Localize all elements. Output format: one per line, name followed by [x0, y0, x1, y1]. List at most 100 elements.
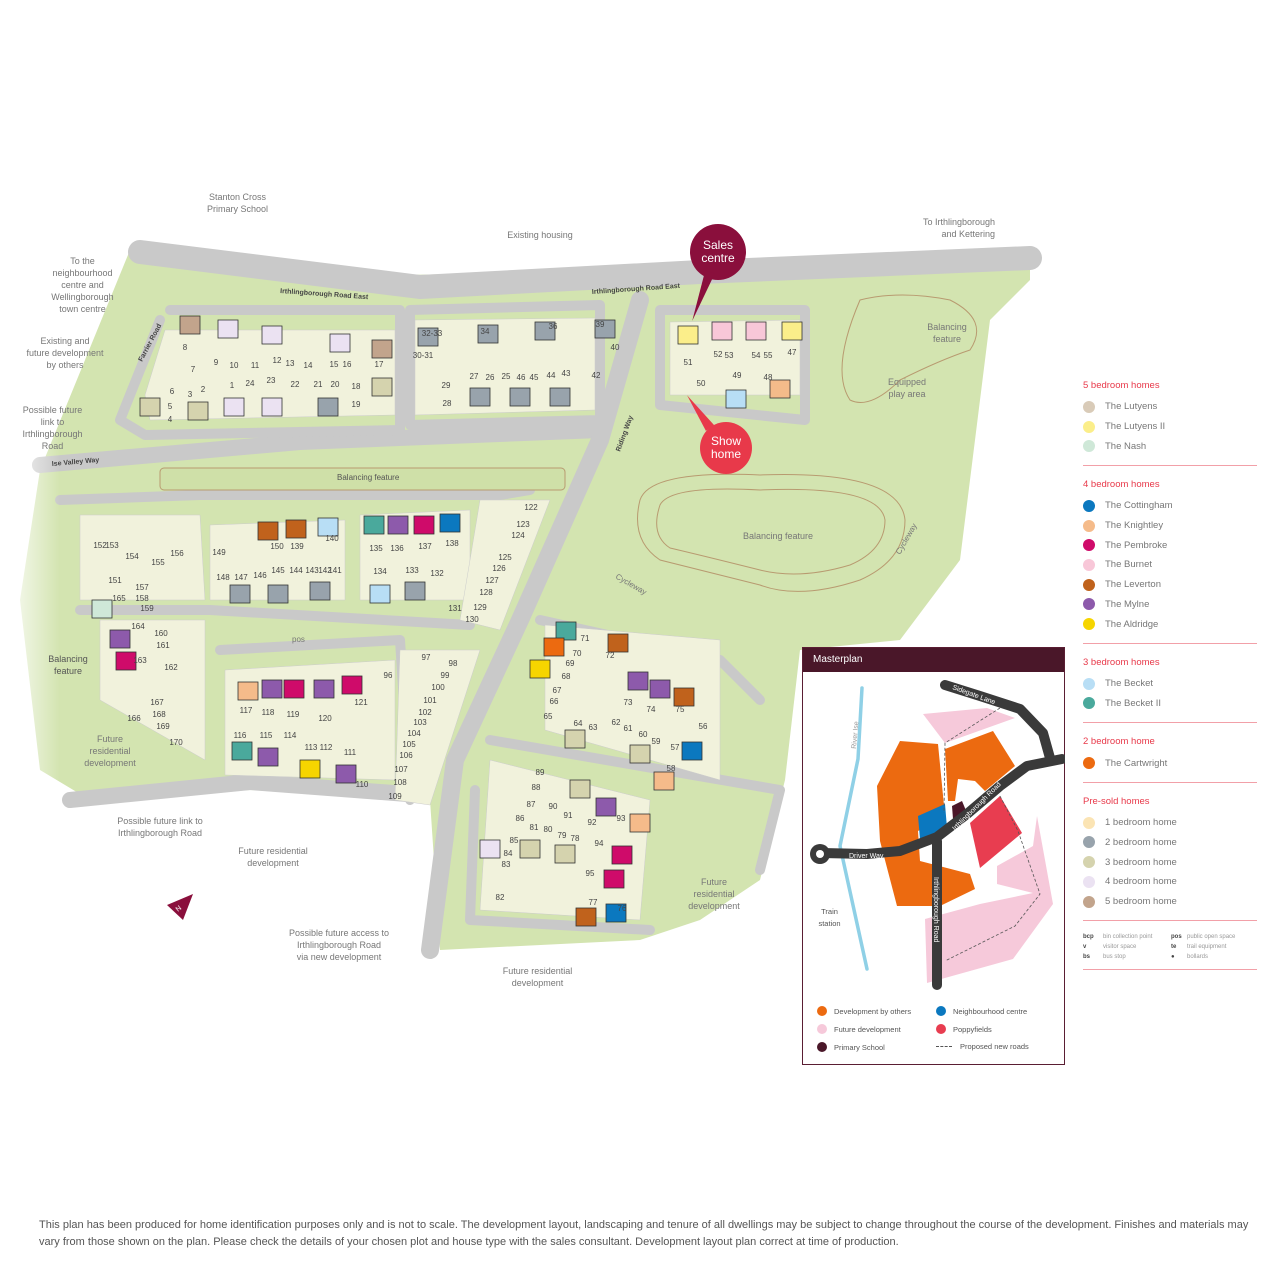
plot-number[interactable]: 81: [530, 823, 539, 832]
plot-number[interactable]: 133: [405, 566, 419, 575]
plot-number[interactable]: 121: [354, 698, 368, 707]
plot-number[interactable]: 6: [170, 387, 175, 396]
plot-number[interactable]: 167: [150, 698, 164, 707]
plot-number[interactable]: 138: [445, 539, 459, 548]
plot-number[interactable]: 86: [516, 814, 525, 823]
plot-number[interactable]: 68: [562, 672, 571, 681]
plot-number[interactable]: 21: [314, 380, 323, 389]
plot-number[interactable]: 15: [330, 360, 339, 369]
plot-number[interactable]: 89: [536, 768, 545, 777]
plot-number[interactable]: 50: [697, 379, 706, 388]
plot-number[interactable]: 157: [135, 583, 149, 592]
plot-number[interactable]: 77: [589, 898, 598, 907]
plot-number[interactable]: 104: [407, 729, 421, 738]
plot-number[interactable]: 136: [390, 544, 404, 553]
plot-number[interactable]: 27: [470, 372, 479, 381]
plot-number[interactable]: 1: [230, 381, 235, 390]
plot-number[interactable]: 168: [152, 710, 166, 719]
plot-number[interactable]: 69: [566, 659, 575, 668]
house-block[interactable]: [109, 629, 131, 649]
plot-number[interactable]: 159: [140, 604, 154, 613]
house-block[interactable]: [554, 844, 576, 864]
house-block[interactable]: [139, 397, 161, 417]
plot-number[interactable]: 45: [530, 373, 539, 382]
plot-number[interactable]: 101: [423, 696, 437, 705]
plot-number[interactable]: 3: [188, 390, 193, 399]
plot-number[interactable]: 118: [262, 708, 275, 717]
plot-number[interactable]: 113: [305, 743, 318, 752]
plot-number[interactable]: 87: [527, 800, 536, 809]
house-block[interactable]: [257, 521, 279, 541]
plot-number[interactable]: 137: [418, 542, 432, 551]
plot-number[interactable]: 108: [393, 778, 407, 787]
plot-number[interactable]: 158: [135, 594, 149, 603]
plot-number[interactable]: 46: [517, 373, 526, 382]
plot-number[interactable]: 66: [550, 697, 559, 706]
house-block[interactable]: [711, 321, 733, 341]
plot-number[interactable]: 61: [624, 724, 633, 733]
plot-number[interactable]: 115: [260, 731, 273, 740]
house-block[interactable]: [387, 515, 409, 535]
plot-number[interactable]: 25: [502, 372, 511, 381]
house-block[interactable]: [299, 759, 321, 779]
house-block[interactable]: [745, 321, 767, 341]
plot-number[interactable]: 91: [564, 811, 573, 820]
plot-number[interactable]: 80: [544, 825, 553, 834]
house-block[interactable]: [595, 797, 617, 817]
plot-number[interactable]: 114: [284, 731, 297, 740]
plot-number[interactable]: 125: [498, 553, 512, 562]
house-block[interactable]: [237, 681, 259, 701]
plot-number[interactable]: 62: [612, 718, 621, 727]
plot-number[interactable]: 105: [402, 740, 416, 749]
plot-number[interactable]: 93: [617, 814, 626, 823]
house-block[interactable]: [781, 321, 803, 341]
house-block[interactable]: [317, 397, 339, 417]
plot-number[interactable]: 88: [532, 783, 541, 792]
plot-number[interactable]: 111: [344, 748, 357, 757]
plot-number[interactable]: 28: [443, 399, 452, 408]
house-block[interactable]: [223, 397, 245, 417]
plot-number[interactable]: 29: [442, 381, 451, 390]
plot-number[interactable]: 163: [133, 656, 147, 665]
house-block[interactable]: [115, 651, 137, 671]
plot-number[interactable]: 143: [305, 566, 319, 575]
plot-number[interactable]: 134: [373, 567, 387, 576]
plot-number[interactable]: 130: [465, 615, 479, 624]
plot-number[interactable]: 75: [676, 705, 685, 714]
plot-number[interactable]: 48: [764, 373, 773, 382]
plot-number[interactable]: 24: [246, 379, 255, 388]
plot-number[interactable]: 44: [547, 371, 556, 380]
house-block[interactable]: [439, 513, 461, 533]
plot-number[interactable]: 156: [170, 549, 184, 558]
plot-number[interactable]: 20: [331, 380, 340, 389]
house-block[interactable]: [769, 379, 791, 399]
house-block[interactable]: [217, 319, 239, 339]
house-block[interactable]: [261, 679, 283, 699]
plot-number[interactable]: 51: [684, 358, 693, 367]
house-block[interactable]: [313, 679, 335, 699]
house-block[interactable]: [629, 744, 651, 764]
house-block[interactable]: [611, 845, 633, 865]
house-block[interactable]: [653, 771, 675, 791]
house-block[interactable]: [371, 377, 393, 397]
house-block[interactable]: [673, 687, 695, 707]
plot-number[interactable]: 166: [127, 714, 141, 723]
house-block[interactable]: [329, 333, 351, 353]
plot-number[interactable]: 5: [168, 402, 173, 411]
plot-number[interactable]: 146: [253, 571, 267, 580]
plot-number[interactable]: 22: [291, 380, 300, 389]
plot-number[interactable]: 39: [596, 320, 605, 329]
plot-number[interactable]: 17: [375, 360, 384, 369]
house-block[interactable]: [469, 387, 491, 407]
plot-number[interactable]: 71: [581, 634, 590, 643]
plot-number[interactable]: 151: [108, 576, 122, 585]
house-block[interactable]: [725, 389, 747, 409]
plot-number[interactable]: 152: [93, 541, 107, 550]
house-block[interactable]: [283, 679, 305, 699]
plot-number[interactable]: 94: [595, 839, 604, 848]
plot-number[interactable]: 42: [592, 371, 601, 380]
plot-number[interactable]: 129: [473, 603, 487, 612]
house-block[interactable]: [285, 519, 307, 539]
house-block[interactable]: [477, 324, 499, 344]
plot-number[interactable]: 43: [562, 369, 571, 378]
